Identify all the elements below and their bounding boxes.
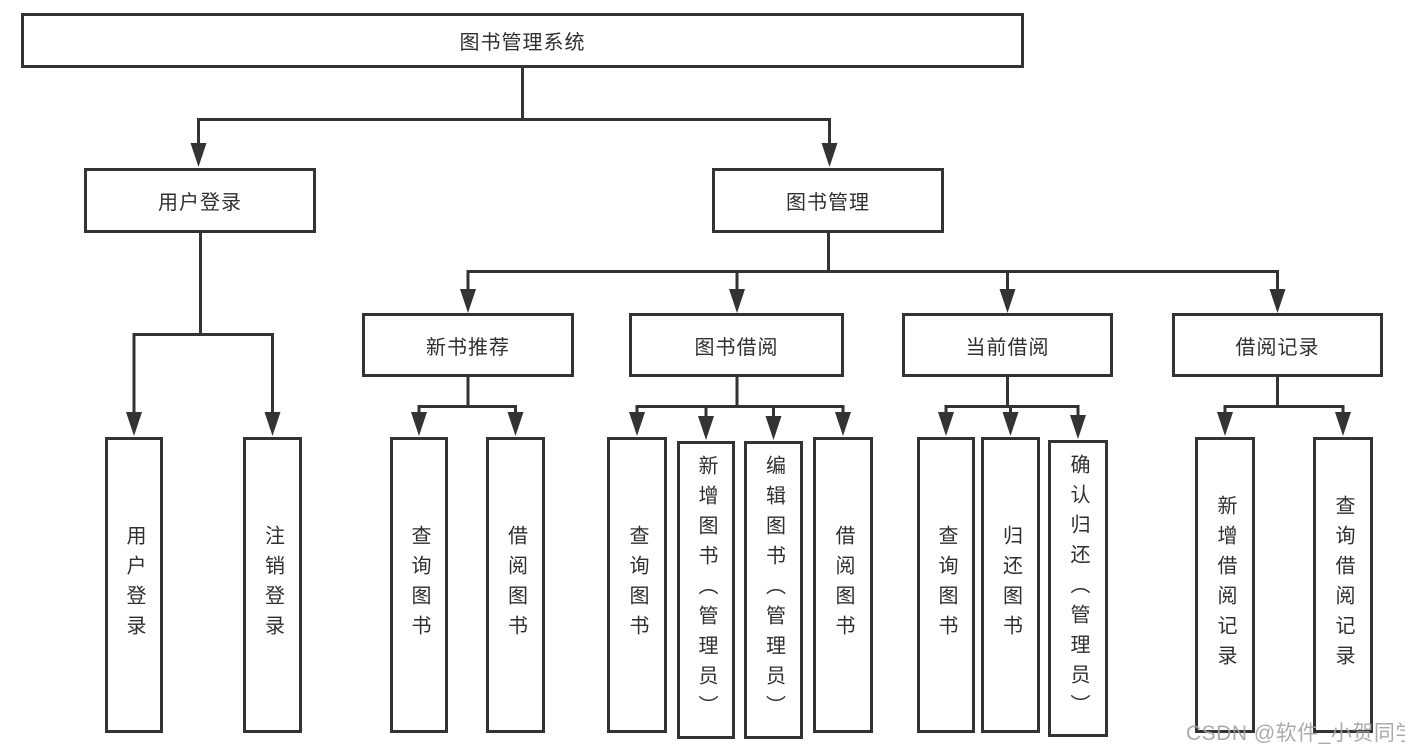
node-borrow-records-label: 借阅记录: [1235, 336, 1320, 359]
leaf-recommend-query-books-label: 查询图书: [408, 525, 430, 645]
node-borrow-records: 借阅记录: [1172, 313, 1383, 377]
node-current-borrow-label: 当前借阅: [965, 336, 1050, 359]
leaf-borrow-books: 借阅图书: [813, 437, 873, 733]
leaf-user-login-label: 用户登录: [123, 525, 145, 645]
leaf-logout: 注销登录: [243, 437, 302, 733]
leaf-edit-books-admin: 编辑图书（管理员）: [744, 441, 803, 739]
node-root-library-system: 图书管理系统: [21, 13, 1024, 68]
leaf-return-books: 归还图书: [981, 437, 1040, 733]
leaf-borrow-books-label: 借阅图书: [832, 525, 854, 645]
leaf-current-query-books-label: 查询图书: [935, 525, 957, 645]
leaf-edit-books-admin-label: 编辑图书（管理员）: [762, 455, 785, 725]
node-book-borrow-label: 图书借阅: [694, 336, 779, 359]
leaf-add-books-admin: 新增图书（管理员）: [677, 441, 735, 739]
leaf-return-books-label: 归还图书: [999, 525, 1022, 645]
node-new-book-recommend: 新书推荐: [362, 313, 574, 377]
leaf-user-login: 用户登录: [105, 437, 163, 733]
leaf-borrow-query-books: 查询图书: [607, 437, 667, 733]
node-user-login: 用户登录: [84, 168, 316, 233]
leaf-add-books-admin-label: 新增图书（管理员）: [695, 455, 717, 725]
leaf-recommend-query-books: 查询图书: [390, 437, 448, 733]
leaf-borrow-query-books-label: 查询图书: [626, 525, 648, 645]
leaf-confirm-return-admin-label: 确认归还（管理员）: [1067, 453, 1089, 724]
leaf-confirm-return-admin: 确认归还（管理员）: [1048, 440, 1108, 737]
watermark-csdn: CSDN @软件_小贺同学: [1186, 722, 1405, 745]
node-book-borrow: 图书借阅: [629, 313, 844, 377]
node-new-book-recommend-label: 新书推荐: [426, 336, 510, 359]
node-current-borrow: 当前借阅: [902, 313, 1113, 377]
leaf-recommend-borrow-books-label: 借阅图书: [504, 525, 527, 645]
node-book-management: 图书管理: [712, 168, 944, 233]
leaf-current-query-books: 查询图书: [917, 437, 975, 733]
node-book-management-label: 图书管理: [786, 192, 870, 214]
leaf-logout-label: 注销登录: [261, 525, 284, 645]
leaf-add-borrow-record: 新增借阅记录: [1195, 437, 1255, 733]
leaf-add-borrow-record-label: 新增借阅记录: [1214, 495, 1236, 675]
leaf-query-borrow-record: 查询借阅记录: [1313, 437, 1373, 733]
node-root-label: 图书管理系统: [459, 32, 586, 54]
leaf-recommend-borrow-books: 借阅图书: [486, 437, 545, 733]
node-user-login-label: 用户登录: [158, 192, 242, 214]
leaf-query-borrow-record-label: 查询借阅记录: [1332, 495, 1354, 675]
